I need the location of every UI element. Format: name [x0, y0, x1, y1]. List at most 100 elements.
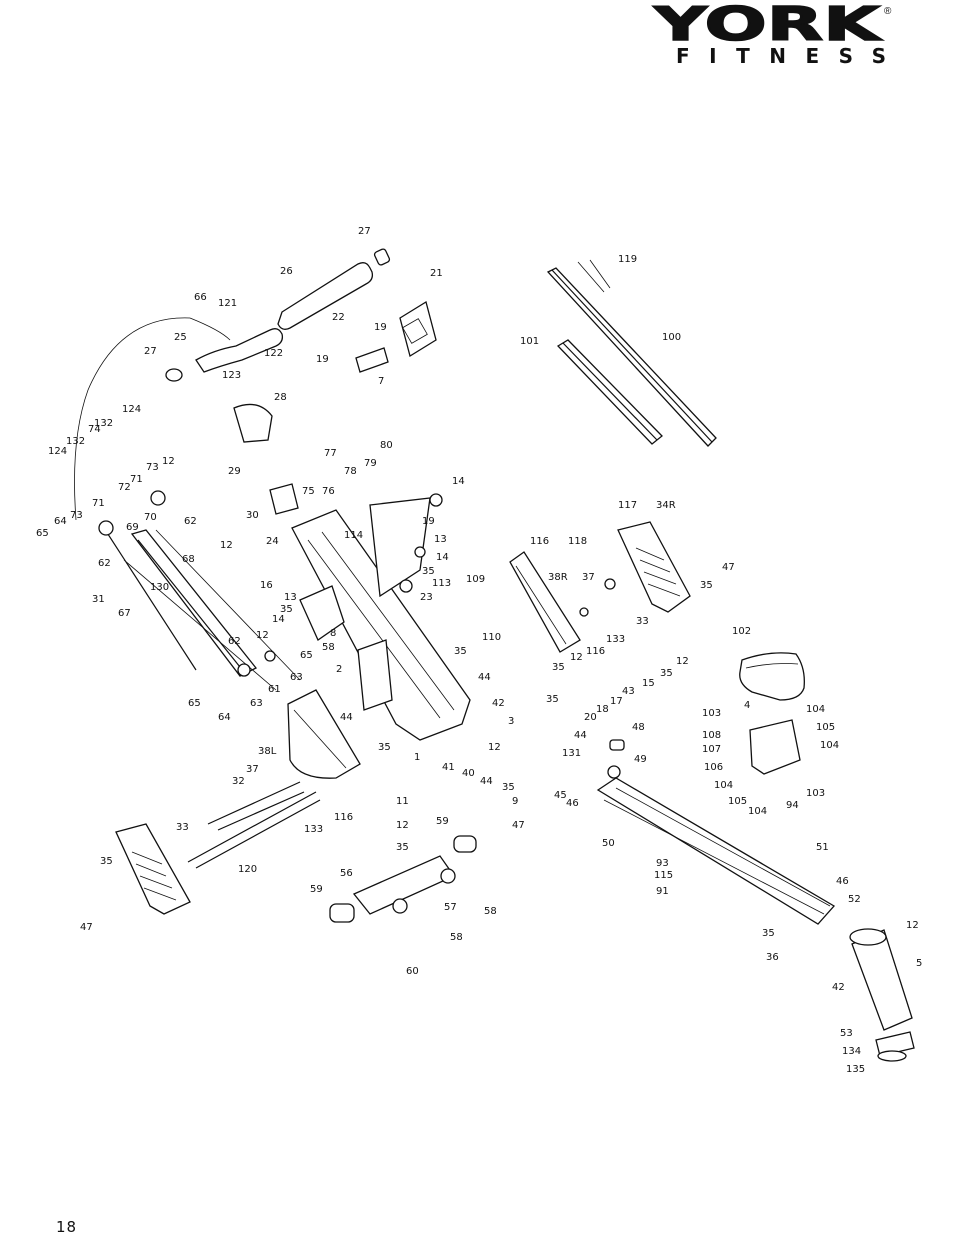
left-pedal-part [115, 823, 191, 915]
callout: 12 [220, 540, 233, 551]
callout: 27 [144, 346, 157, 357]
callout: 124 [122, 404, 141, 415]
page-number: 18 [56, 1218, 78, 1236]
callout: 49 [634, 754, 647, 765]
callout: 59 [436, 816, 449, 827]
callout: 75 [302, 486, 315, 497]
front-stabilizer-part [329, 835, 477, 923]
callout: 35 [396, 842, 409, 853]
callout: 40 [462, 768, 475, 779]
callout: 23 [420, 592, 433, 603]
callout: 123 [222, 370, 241, 381]
callout: 133 [304, 824, 323, 835]
callout: 104 [714, 780, 733, 791]
callout: 57 [444, 902, 457, 913]
callout: 20 [584, 712, 597, 723]
callout: 38R [548, 572, 568, 583]
right-pedal-part [579, 521, 691, 617]
callout: 21 [430, 268, 443, 279]
callout: 46 [566, 798, 579, 809]
callout: 79 [364, 458, 377, 469]
callout: 104 [748, 806, 767, 817]
callout: 71 [130, 474, 143, 485]
callout: 58 [322, 642, 335, 653]
callout: 47 [722, 562, 735, 573]
callout: 35 [378, 742, 391, 753]
callout-labels: 27 26 21 119 66 121 22 19 101 100 25 27 … [36, 226, 922, 1075]
callout: 61 [268, 684, 281, 695]
callout: 12 [570, 652, 583, 663]
callout: 35 [546, 694, 559, 705]
callout: 14 [272, 614, 285, 625]
callout: 51 [816, 842, 829, 853]
callout: 58 [484, 906, 497, 917]
callout: 9 [512, 796, 518, 807]
cable-loop [74, 317, 231, 521]
callout: 105 [816, 722, 835, 733]
callout: 69 [126, 522, 139, 533]
callout: 101 [520, 336, 539, 347]
callout: 19 [374, 322, 387, 333]
callout: 16 [260, 580, 273, 591]
callout: 66 [194, 292, 207, 303]
callout: 44 [574, 730, 587, 741]
callout: 120 [238, 864, 257, 875]
callout: 18 [596, 704, 609, 715]
console-part [355, 300, 437, 373]
callout: 35 [762, 928, 775, 939]
callout: 44 [480, 776, 493, 787]
callout: 73 [146, 462, 159, 473]
callout: 77 [324, 448, 337, 459]
callout: 50 [602, 838, 615, 849]
left-linkage-part [98, 490, 301, 691]
callout: 11 [396, 796, 409, 807]
callout: 37 [582, 572, 595, 583]
callout: 62 [184, 516, 197, 527]
callout: 19 [316, 354, 329, 365]
callout: 12 [488, 742, 501, 753]
callout: 12 [676, 656, 689, 667]
callout: 35 [280, 604, 293, 615]
callout: 116 [334, 812, 353, 823]
callout: 115 [654, 870, 673, 881]
callout: 33 [176, 822, 189, 833]
callout: 31 [92, 594, 105, 605]
callout: 14 [436, 552, 449, 563]
registered-mark: ® [884, 6, 892, 17]
callout: 104 [820, 740, 839, 751]
callout: 64 [218, 712, 231, 723]
callout: 59 [310, 884, 323, 895]
callout: 114 [344, 530, 363, 541]
callout: 104 [806, 704, 825, 715]
callout: 78 [344, 466, 357, 477]
callout: 63 [290, 672, 303, 683]
callout: 36 [766, 952, 779, 963]
callout: 7 [378, 376, 384, 387]
callout: 12 [256, 630, 269, 641]
callout: 2 [336, 664, 342, 675]
callout: 33 [636, 616, 649, 627]
callout: 42 [492, 698, 505, 709]
callout: 132 [94, 418, 113, 429]
callout: 37 [246, 764, 259, 775]
callout: 131 [562, 748, 581, 759]
callout: 17 [610, 696, 623, 707]
callout: 4 [744, 700, 750, 711]
callout: 47 [80, 922, 93, 933]
left-footrest-part [287, 689, 361, 779]
callout: 130 [150, 582, 169, 593]
callout: 52 [848, 894, 861, 905]
callout: 12 [396, 820, 409, 831]
callout: 15 [642, 678, 655, 689]
callout: 29 [228, 466, 241, 477]
callout: 28 [274, 392, 287, 403]
callout: 110 [482, 632, 501, 643]
callout: 103 [806, 788, 825, 799]
main-beam-part [596, 739, 836, 925]
callout: 35 [660, 668, 673, 679]
callout: 122 [264, 348, 283, 359]
callout: 27 [358, 226, 371, 237]
callout: 26 [280, 266, 293, 277]
callout: 44 [340, 712, 353, 723]
